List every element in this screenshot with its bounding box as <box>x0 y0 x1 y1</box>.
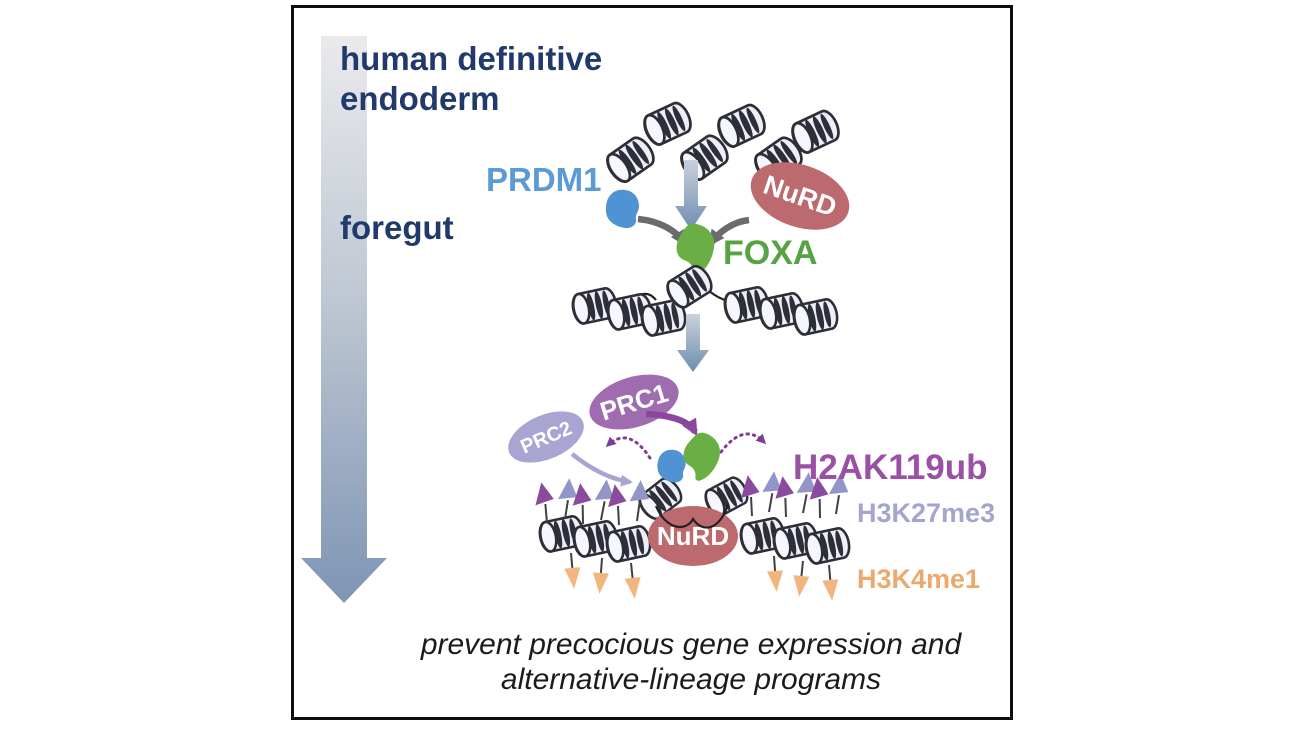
nucleosome-icon <box>601 132 660 187</box>
nurd-bottom-label: NuRD <box>657 521 729 551</box>
h3k27me3-label: H3K27me3 <box>857 498 995 528</box>
h3k4me1-flag-icon <box>590 556 611 596</box>
nurd-complex-bottom: NuRD <box>648 506 738 566</box>
prc1-complex: PRC1 <box>589 374 679 430</box>
h2ak119ub-flag-icon <box>531 480 558 526</box>
nurd-ellipse <box>648 506 738 566</box>
h3k4me1-flag-icon <box>790 559 812 599</box>
prc1-deposition-arrow-icon <box>645 410 698 437</box>
caption-line1: prevent precocious gene expression and <box>420 628 963 661</box>
down-arrow-icon <box>677 314 709 372</box>
down-arrow-icon <box>675 160 707 230</box>
prc2-ellipse <box>508 411 584 463</box>
chromatin-open-row <box>569 261 841 339</box>
h2ak119ub-flag-icon <box>737 473 763 518</box>
graphical-abstract-panel: human definitive endoderm foregut PRDM1 <box>291 5 1013 720</box>
h3k4me1-flag-icon <box>820 563 842 603</box>
figure-svg: human definitive endoderm foregut PRDM1 <box>301 36 995 696</box>
recruitment-arrow-prdm1-icon <box>637 215 687 247</box>
h3k4me1-flag-icon <box>622 561 644 601</box>
h3k4me1-flag-icon <box>765 554 786 594</box>
stage-label-endoderm-line1: human definitive <box>340 40 602 77</box>
h3k4me1-label: H3K4me1 <box>857 564 980 594</box>
nurd-ellipse <box>750 162 850 230</box>
prc2-complex: PRC2 <box>508 411 584 463</box>
prdm1-label: PRDM1 <box>486 161 602 198</box>
nucleosome-icon <box>638 98 696 149</box>
stage-label-foregut: foregut <box>340 209 454 246</box>
prdm1-protein-blob-bound <box>657 449 686 483</box>
spreading-arrow-left-icon <box>605 436 652 460</box>
prdm1-protein-blob <box>605 189 639 229</box>
h3k4me1-flag-icon <box>562 551 584 591</box>
foxa-label: FOXA <box>723 234 817 272</box>
spreading-arrow-right-icon <box>719 432 767 454</box>
dna-linker-dip <box>654 503 730 529</box>
prc2-deposition-arrow-icon <box>570 452 633 487</box>
stage-label-endoderm-line2: endoderm <box>340 80 500 117</box>
caption-line2: alternative-lineage programs <box>501 663 881 696</box>
nurd-complex-top: NuRD <box>750 162 850 230</box>
differentiation-timeline-arrow-icon <box>301 36 387 603</box>
h2ak119ub-label: H2AK119ub <box>793 448 988 487</box>
foxa-protein-blob-bound <box>679 429 724 484</box>
